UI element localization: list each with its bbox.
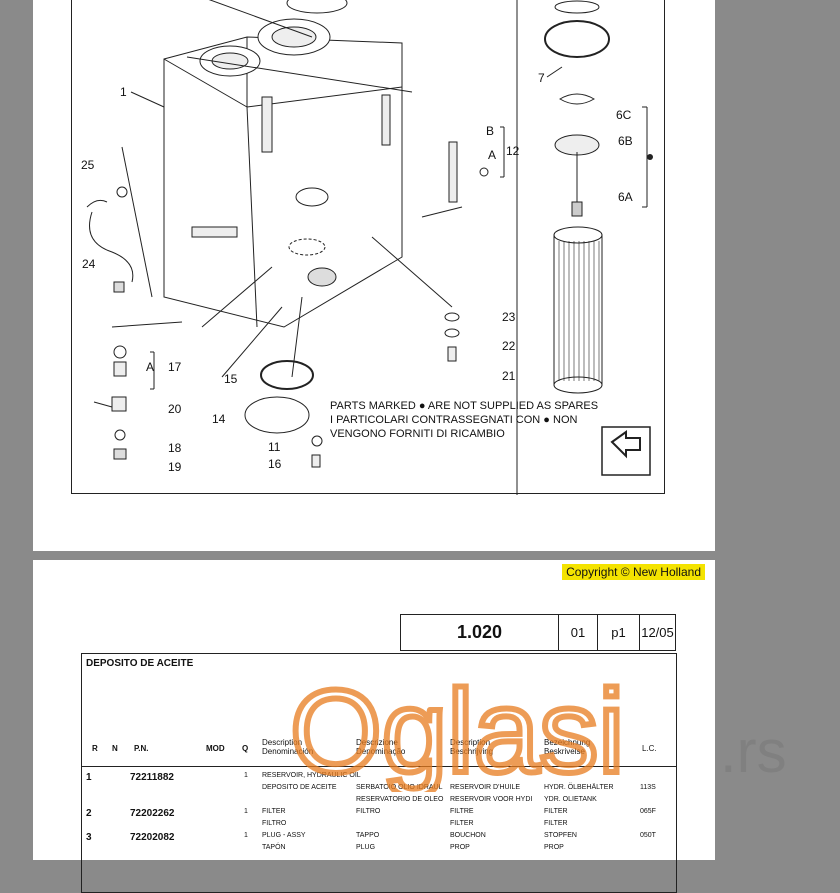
table-title: DEPOSITO DE ACEITE [86, 658, 194, 669]
label-b: B [486, 124, 494, 138]
label-17: 17 [168, 360, 182, 374]
header-cell-3: 12/05 [639, 614, 676, 651]
label-19: 19 [168, 460, 182, 474]
row-desc-it: TAPPO [356, 832, 380, 839]
label-22: 22 [502, 339, 516, 353]
col-beschrijving: Description Beschrijving [450, 738, 494, 756]
col-q: Q [242, 744, 249, 753]
col-lc: L.C. [642, 744, 657, 753]
col-mod: MOD [206, 744, 225, 753]
copyright-badge: Copyright © New Holland [562, 564, 705, 580]
label-24: 24 [82, 257, 96, 271]
row-desc-it: SERBATOIO OLIO IDRAUL [356, 784, 443, 791]
label-a: A [488, 148, 496, 162]
row-desc-fr: BOUCHON [450, 832, 486, 839]
row-r: 3 [86, 832, 92, 843]
diagram-frame: 1 7 6C 6B 6A B A 12 25 24 17 20 18 19 A … [71, 0, 665, 495]
label-14: 14 [212, 412, 226, 426]
row-desc-fr: FILTRE [450, 808, 474, 815]
row-pn: 72202082 [130, 832, 175, 843]
col-description: Description Denominación [262, 738, 314, 756]
col-bezeichnung: Bezeichnung Beskrivelse [544, 738, 591, 756]
table-row: 3 72202082 1 PLUG - ASSY TAPÓN TAPPO PLU… [82, 832, 676, 856]
label-20: 20 [168, 402, 182, 416]
label-16: 16 [268, 457, 282, 471]
note-line-1: PARTS MARKED ● ARE NOT SUPPLIED AS SPARE… [330, 400, 598, 412]
row-desc-en: PLUG - ASSY [262, 832, 306, 839]
header-cell-1: 01 [558, 614, 598, 651]
row-desc-da: PROP [544, 844, 564, 851]
page-ref: 1.020 [400, 614, 559, 651]
label-18: 18 [168, 441, 182, 455]
parts-page: Copyright © New Holland 1.020 01 p1 12/0… [33, 560, 715, 893]
label-15: 15 [224, 372, 238, 386]
row-desc-es: FILTRO [262, 820, 287, 827]
row-desc-it: FILTRO [356, 808, 381, 815]
row-desc-da: FILTER [544, 820, 568, 827]
note-line-2: I PARTICOLARI CONTRASSEGNATI CON ● NON [330, 414, 578, 426]
col-descrizione: Descrizione Denominação [356, 738, 406, 756]
row-pn: 72211882 [130, 772, 174, 783]
row-lc: 050T [640, 832, 656, 839]
table-row: 2 72202262 1 FILTER FILTRO FILTRO FILTRE… [82, 808, 676, 832]
row-desc-en: FILTER [262, 808, 286, 815]
row-desc-de: STOPFEN [544, 832, 577, 839]
row-desc-da: YDR. OLIETANK [544, 796, 597, 803]
row-lc: 113S [640, 784, 656, 791]
col-n: N [112, 744, 118, 753]
row-pn: 72202262 [130, 808, 175, 819]
row-desc-es: DEPOSITO DE ACEITE [262, 784, 337, 791]
col-pn: P.N. [134, 744, 149, 753]
row-lc: 065F [640, 808, 656, 815]
label-a-17: A [146, 360, 154, 374]
row-desc-es: TAPÓN [262, 844, 286, 851]
watermark-brand: Oglasi [290, 666, 624, 792]
label-7: 7 [538, 71, 545, 85]
row-desc-nl: PROP [450, 844, 470, 851]
col-r: R [92, 744, 98, 753]
row-desc-nl: RESERVOIR VOOR HYDI [450, 796, 533, 803]
exploded-diagram: 1 7 6C 6B 6A B A 12 25 24 17 20 18 19 A … [81, 0, 653, 495]
row-desc-de: FILTER [544, 808, 568, 815]
row-q: 1 [244, 808, 248, 815]
label-1: 1 [120, 85, 127, 99]
note-line-3: VENGONO FORNITI DI RICAMBIO [330, 428, 505, 440]
label-21: 21 [502, 369, 516, 383]
row-desc-fr: RESERVOIR D'HUILE [450, 784, 521, 791]
watermark-logo: Oglasi .rs [290, 663, 787, 792]
row-desc-pt: PLUG [356, 844, 376, 851]
label-6c: 6C [616, 108, 632, 122]
label-6b: 6B [618, 134, 633, 148]
header-cell-2: p1 [597, 614, 640, 651]
row-r: 2 [86, 808, 92, 819]
label-25: 25 [81, 158, 95, 172]
table-row: 1 72211882 1 RESERVOIR, HYDRAULIC OIL DE… [82, 772, 676, 803]
marked-bullet-icon [647, 154, 653, 160]
row-q: 1 [244, 772, 248, 779]
diagram-page: 1 7 6C 6B 6A B A 12 25 24 17 20 18 19 A … [33, 0, 715, 551]
label-12: 12 [506, 144, 520, 158]
row-r: 1 [86, 772, 92, 783]
parts-table: DEPOSITO DE ACEITE R N P.N. MOD Q Descri… [81, 653, 677, 893]
row-desc-nl: FILTER [450, 820, 474, 827]
watermark-tld: .rs [720, 718, 787, 785]
row-q: 1 [244, 832, 248, 839]
label-11: 11 [268, 440, 281, 454]
label-23: 23 [502, 310, 516, 324]
row-desc-de: HYDR. ÖLBEHÄLTER [544, 784, 614, 791]
label-6a: 6A [618, 190, 633, 204]
row-desc-pt: RESERVATORIO DE OLEO [356, 796, 444, 803]
row-desc-en: RESERVOIR, HYDRAULIC OIL [262, 772, 361, 779]
table-header: R N P.N. MOD Q Description Denominación … [82, 730, 676, 767]
